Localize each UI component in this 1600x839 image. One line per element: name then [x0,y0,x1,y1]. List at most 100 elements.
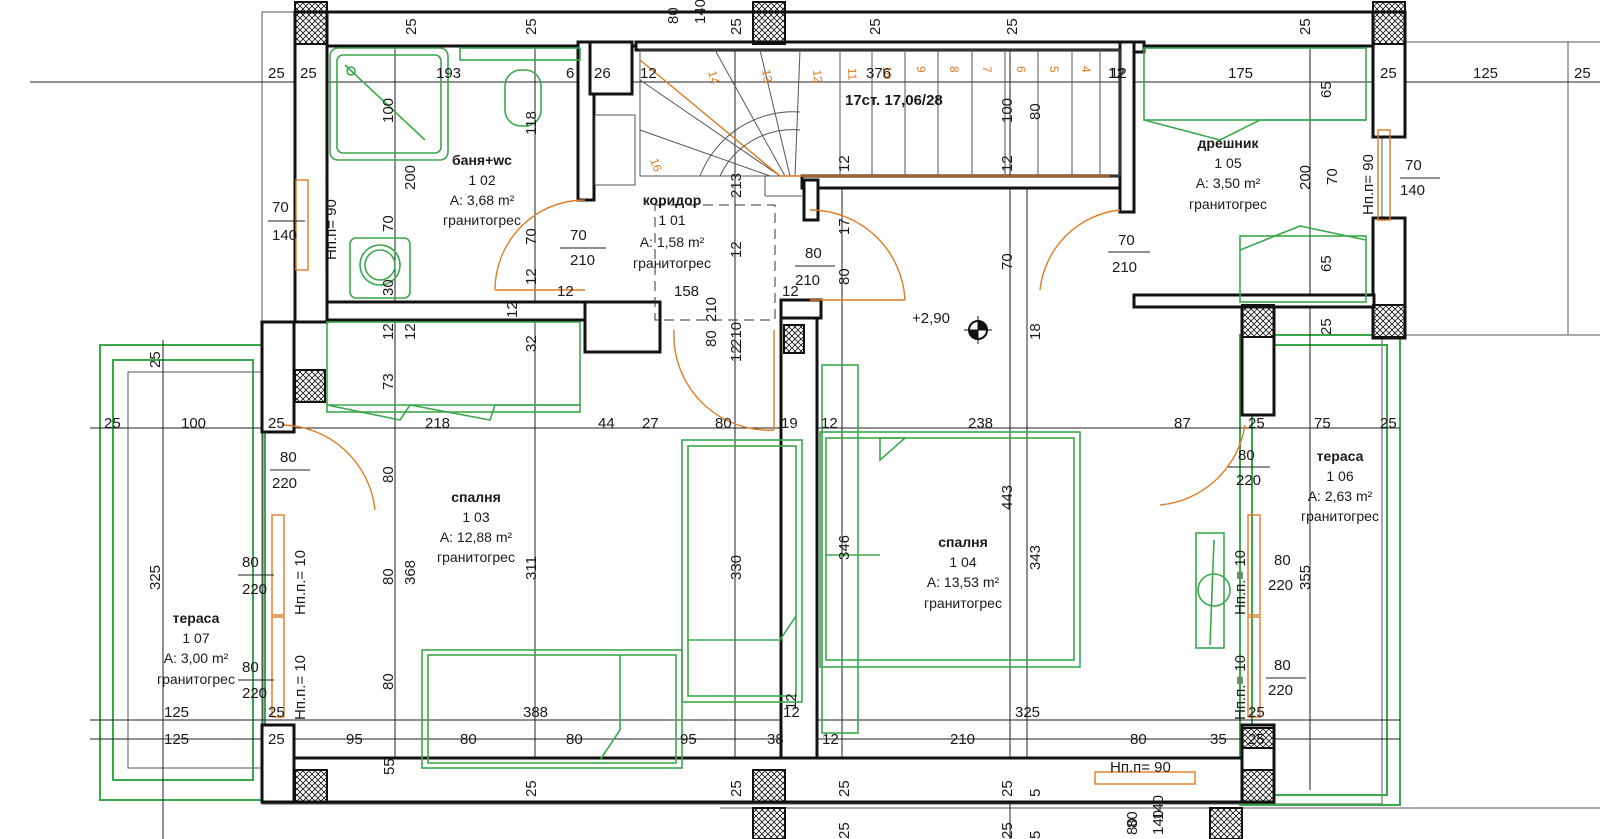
svg-text:гранитогрес: гранитогрес [437,549,515,565]
dim-label: 388 [523,704,548,721]
door-size: 70 140 [1400,157,1440,199]
svg-text:210: 210 [728,322,745,347]
furniture [326,47,1367,769]
dim-label: 19 [781,415,798,432]
dim-label: 70 [380,215,397,232]
dim-label: 12 [640,65,657,82]
stair-step: 13 [759,68,775,84]
door-size: 80 210 [703,322,745,347]
dim-label: 25 [1004,18,1021,35]
door-size: 80 220 [1266,657,1306,699]
dim-label: 25 [867,18,884,35]
dim-label: 65 [1318,255,1335,272]
dims-misc: 158 12 12 12 12 80 12 210 [557,65,1127,362]
dim-label: 6 [566,65,574,82]
svg-text:спалня: спалня [938,534,988,550]
door-size: 80 220 [270,449,310,492]
dim-label: 25 [147,351,164,368]
door-size: 80 220 [238,554,274,598]
dim-label: 125 [1473,65,1498,82]
door-size: 70 140 [268,199,305,244]
sill-labels: Нп.п= 90 Нп.п= 90 Нп.п.= 10 Нп.п.= 10 Нп… [292,154,1377,776]
dim-label: 311 [523,556,540,580]
dim-label: 30 [380,279,397,296]
svg-text:220: 220 [1236,472,1261,489]
dim-label: 25 [1380,415,1397,432]
stair-step: 5 [1047,66,1061,73]
svg-text:тераса: тераса [1317,448,1364,464]
dim-label: 75 [1314,415,1331,432]
sill-label: Нп.п= 90 [323,199,340,260]
sill-label: Нп.п.= 10 [292,655,309,720]
dim-label: 12 [999,155,1016,172]
dim-label: 12 [1108,65,1125,82]
dim-label: 12 [783,693,800,710]
dim-label: 25 [104,415,121,432]
dim-label: 80 [1027,103,1044,120]
dim-label: 12 [728,241,745,258]
sill-label: Нп.п= 90 [1360,154,1377,215]
level-marker-icon [964,316,992,344]
svg-text:A: 3,50 m²: A: 3,50 m² [1196,175,1261,191]
dim-label: 25 [1318,318,1335,335]
dim-label: 238 [968,415,993,432]
dim-label: 87 [1174,415,1191,432]
dim-label: 25 [728,18,745,35]
dim-label: 200 [402,165,419,190]
dim-label: 12 [782,283,799,300]
dim-label: 25 [836,780,853,797]
svg-text:1 06: 1 06 [1326,468,1353,484]
dim-label: 80 [665,7,682,24]
dim-label: 80 [715,415,732,432]
dim-label: 70 [999,253,1016,270]
svg-text:220: 220 [242,685,267,702]
door-size: 80 210 [795,245,835,289]
staircase [639,49,1121,197]
dim-label: 25 [1248,415,1265,432]
dim-label: 27 [642,415,659,432]
stair-step: 14 [705,69,722,86]
svg-text:80: 80 [703,330,720,347]
svg-text:тераса: тераса [173,610,220,626]
dim-label: 25 [268,65,285,82]
dim-label: 140 [1150,810,1167,835]
dim-label: 25 [523,18,540,35]
dims-mid-row: 25 100 25 218 44 27 80 19 12 238 87 25 7… [104,415,1397,432]
svg-text:A: 12,88 m²: A: 12,88 m² [440,529,513,545]
svg-text:A: 13,53 m²: A: 13,53 m² [927,574,1000,590]
svg-text:A: 1,58 m²: A: 1,58 m² [640,234,705,250]
dim-label: 118 [523,111,540,135]
window-size: 80 140 [1124,795,1167,828]
dim-label: 5 [1027,831,1044,839]
svg-text:коридор: коридор [643,192,702,208]
dim-label: 80 [1124,818,1141,835]
dims-top-heights: 25 25 80 140 25 25 25 25 [403,0,1314,35]
svg-text:гранитогрес: гранитогрес [1189,196,1267,212]
door-sizes: 70 140 70 210 80 210 80 210 70 210 70 14… [238,157,1440,828]
dimension-lines [30,30,1600,839]
stair-step: 7 [980,66,994,73]
dim-label: 12 [523,268,540,285]
dim-label: 25 [999,780,1016,797]
door-size: 80 220 [1228,447,1270,489]
dim-label: 80 [1130,731,1147,748]
dim-label: 355 [1297,565,1314,590]
dim-label: 330 [728,555,745,580]
dim-label: 80 [380,673,397,690]
dims-bottom-row-b: 125 25 95 80 80 95 38 12 210 80 35 25 [164,731,1265,748]
stair-step: 6 [1014,66,1028,73]
terrace-left-outline [99,344,266,801]
dim-label: 12 [402,323,419,340]
dim-label: 12 [822,731,839,748]
svg-text:80: 80 [280,449,297,466]
room-label-terrace-1-07: тераса 1 07 A: 3,00 m² гранитогрес [157,610,235,687]
dim-label: 25 [999,822,1016,839]
svg-text:A: 3,68 m²: A: 3,68 m² [450,192,515,208]
dim-label: 38 [767,731,784,748]
dim-label: 18 [1027,323,1044,340]
dim-label: 65 [1318,81,1335,98]
dim-label: 5 [1027,789,1044,797]
dim-label: 35 [1210,731,1227,748]
svg-text:1 03: 1 03 [462,509,489,525]
